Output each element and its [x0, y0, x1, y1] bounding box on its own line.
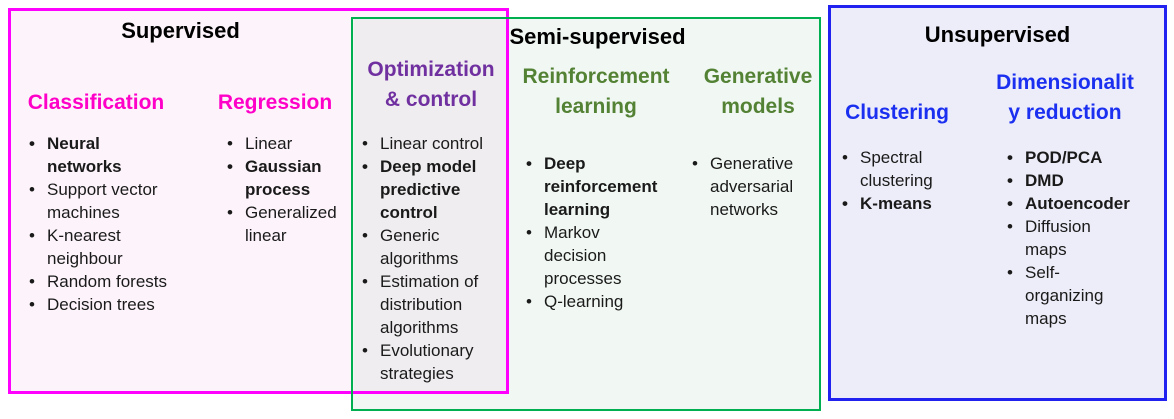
classification-heading: Classification [27, 91, 165, 114]
list-item: Diffusion maps [1005, 215, 1130, 261]
column-clustering: Clustering Spectral clustering K-means [835, 98, 959, 215]
list-item: Evolutionary strategies [360, 339, 506, 385]
column-reinforcement-learning: Reinforcement learning Deep reinforcemen… [512, 62, 680, 313]
list-item: Linear control [360, 132, 506, 155]
regression-list: Linear Gaussian process Generalized line… [225, 132, 337, 247]
dimensionality-reduction-list: POD/PCA DMD Autoencoder Diffusion maps S… [1005, 146, 1130, 330]
list-item: K-means [840, 192, 959, 215]
column-classification: Classification Neural networks Support v… [25, 88, 167, 316]
list-item: Estimation of distribution algorithms [360, 270, 506, 339]
regression-heading: Regression [217, 91, 333, 114]
generative-models-heading: Generative models [703, 65, 813, 118]
list-item: K-nearest neighbour [27, 224, 167, 270]
column-optimization-control: Optimization & control Linear control De… [356, 55, 506, 385]
supervised-title: Supervised [121, 18, 240, 43]
list-item: Deep reinforcement learning [524, 152, 680, 221]
column-generative-models: Generative models Generative adversarial… [688, 62, 828, 221]
list-item: Self- organizing maps [1005, 261, 1130, 330]
list-item: Gaussian process [225, 155, 337, 201]
list-item: Generic algorithms [360, 224, 506, 270]
list-item: Autoencoder [1005, 192, 1130, 215]
column-regression: Regression Linear Gaussian process Gener… [213, 88, 337, 247]
supervised-box-border [8, 8, 509, 394]
list-item: Decision trees [27, 293, 167, 316]
reinforcement-learning-heading: Reinforcement learning [522, 65, 670, 118]
reinforcement-learning-list: Deep reinforcement learning Markov decis… [524, 152, 680, 313]
dimensionality-reduction-heading: Dimensionalit y reduction [996, 71, 1134, 124]
list-item: Deep model predictive control [360, 155, 506, 224]
optimization-control-list: Linear control Deep model predictive con… [360, 132, 506, 385]
list-item: Neural networks [27, 132, 167, 178]
list-item: Q-learning [524, 290, 680, 313]
list-item: POD/PCA [1005, 146, 1130, 169]
list-item: Linear [225, 132, 337, 155]
list-item: Generative adversarial networks [690, 152, 828, 221]
list-item: Generalized linear [225, 201, 337, 247]
unsupervised-title: Unsupervised [924, 22, 1071, 47]
list-item: DMD [1005, 169, 1130, 192]
list-item: Spectral clustering [840, 146, 959, 192]
list-item: Random forests [27, 270, 167, 293]
classification-list: Neural networks Support vector machines … [27, 132, 167, 316]
semi-supervised-title: Semi-supervised [509, 24, 686, 49]
generative-models-list: Generative adversarial networks [690, 152, 828, 221]
clustering-list: Spectral clustering K-means [840, 146, 959, 215]
list-item: Support vector machines [27, 178, 167, 224]
clustering-heading: Clustering [845, 101, 949, 124]
column-dimensionality-reduction: Dimensionalit y reduction POD/PCA DMD Au… [965, 68, 1165, 330]
list-item: Markov decision processes [524, 221, 680, 290]
optimization-control-heading: Optimization & control [367, 58, 495, 111]
